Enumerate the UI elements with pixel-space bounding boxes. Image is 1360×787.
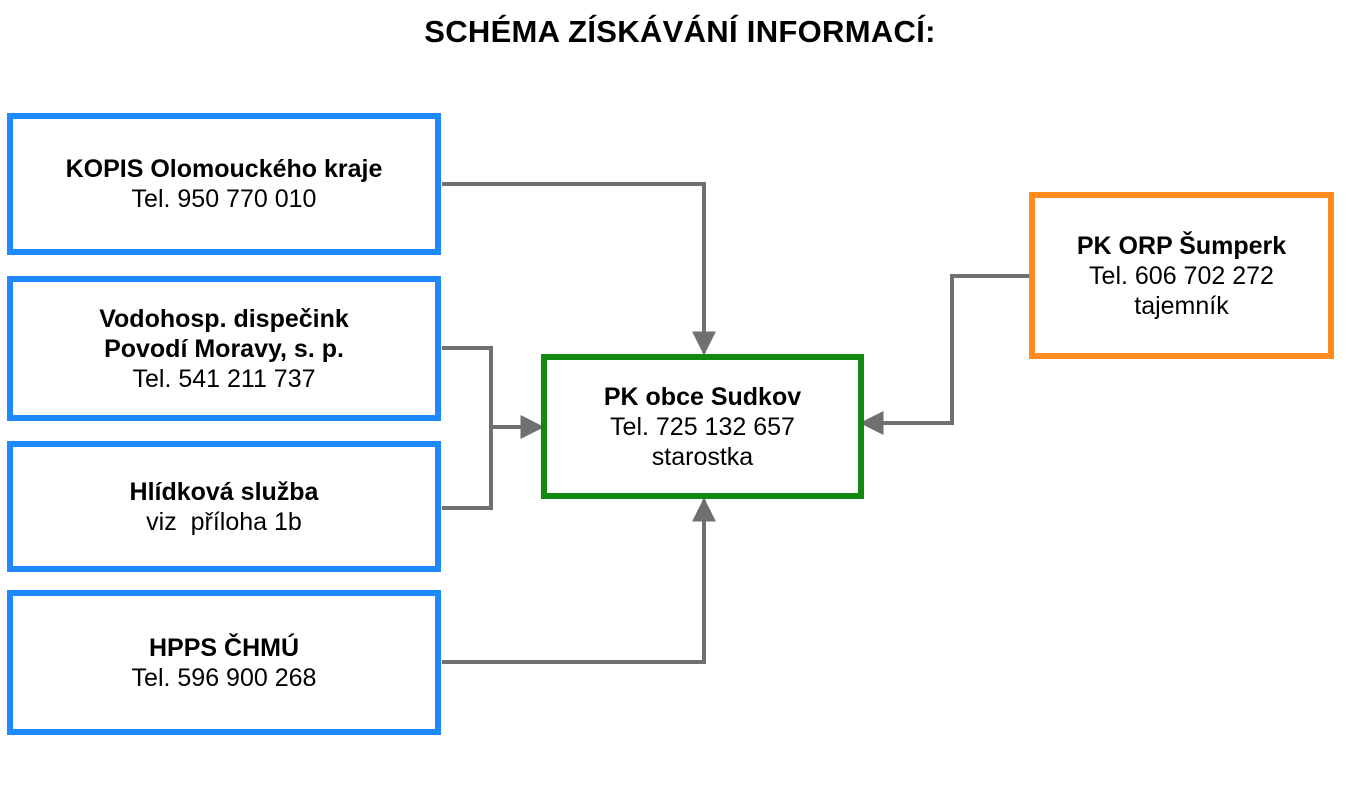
connector-hpps-to-center: [442, 497, 716, 664]
node-orp: PK ORP Šumperk Tel. 606 702 272 tajemník: [1029, 192, 1334, 359]
node-hpps-name: HPPS ČHMÚ: [148, 633, 299, 662]
node-vodohosp-name1: Vodohosp. dispečink: [99, 304, 349, 333]
node-center-role: starostka: [651, 442, 754, 471]
node-center: PK obce Sudkov Tel. 725 132 657 starostk…: [541, 354, 864, 499]
node-orp-name: PK ORP Šumperk: [1076, 231, 1287, 260]
connector-kopis-to-center: [442, 182, 716, 356]
node-hlidkova-note: viz příloha 1b: [146, 507, 302, 536]
node-hlidkova-name: Hlídková služba: [129, 477, 319, 506]
node-hpps-phone: Tel. 596 900 268: [131, 663, 317, 692]
node-hpps: HPPS ČHMÚ Tel. 596 900 268: [7, 590, 441, 735]
node-kopis: KOPIS Olomouckého kraje Tel. 950 770 010: [7, 113, 441, 255]
node-center-name: PK obce Sudkov: [603, 382, 802, 411]
diagram-title: SCHÉMA ZÍSKÁVÁNÍ INFORMACÍ:: [424, 14, 936, 49]
node-vodohosp-phone: Tel. 541 211 737: [132, 364, 316, 393]
node-hlidkova: Hlídková služba viz příloha 1b: [7, 441, 441, 572]
node-vodohosp-name2: Povodí Moravy, s. p.: [104, 334, 344, 363]
connector-orp-to-center: [859, 274, 1031, 435]
node-center-phone: Tel. 725 132 657: [610, 412, 795, 441]
node-vodohosp: Vodohosp. dispečink Povodí Moravy, s. p.…: [7, 276, 441, 421]
node-kopis-name: KOPIS Olomouckého kraje: [65, 155, 383, 183]
node-orp-phone: Tel. 606 702 272: [1089, 261, 1274, 290]
node-kopis-phone: Tel. 950 770 010: [131, 185, 317, 213]
connector-vodohosp-branch: [442, 346, 493, 510]
node-orp-role: tajemník: [1134, 291, 1229, 320]
